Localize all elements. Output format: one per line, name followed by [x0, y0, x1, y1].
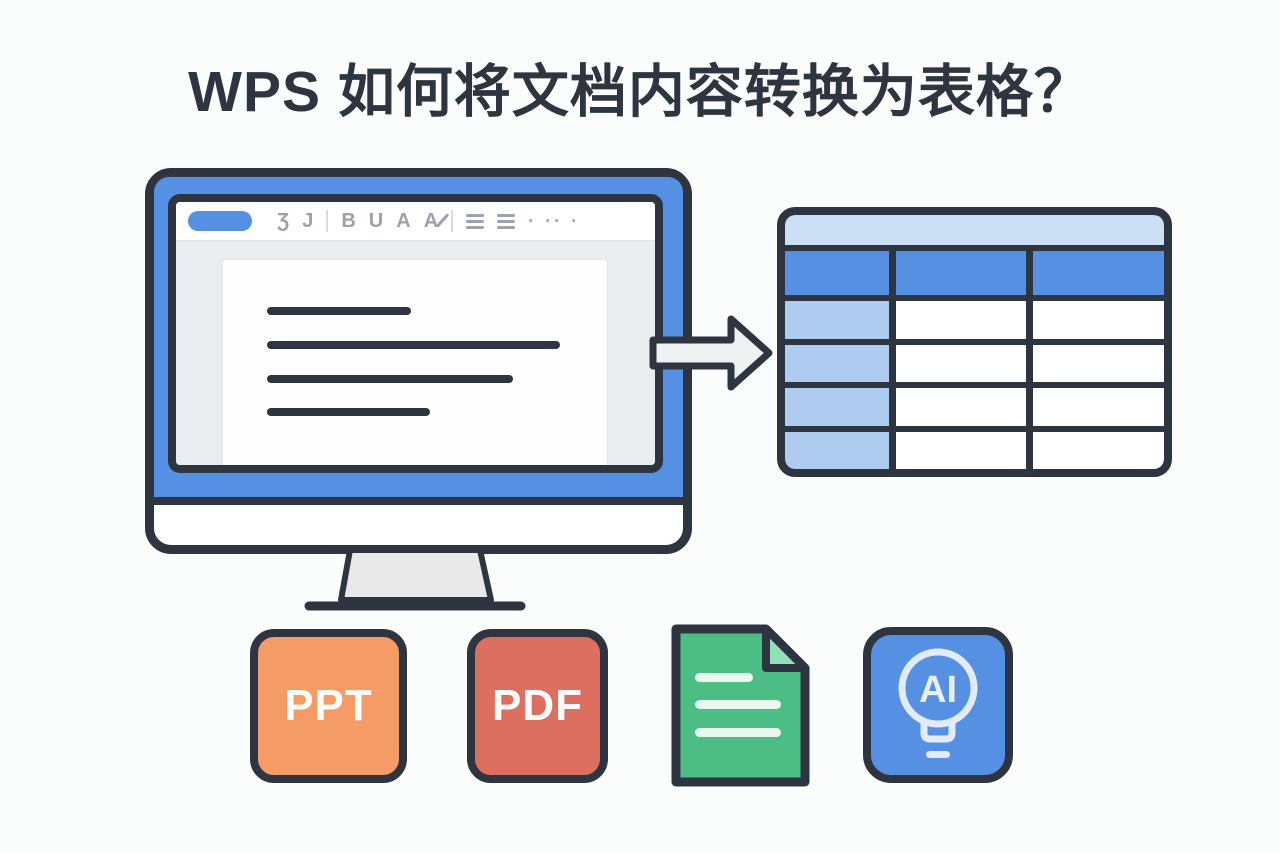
table-cell — [1033, 344, 1164, 382]
ai-label: AI — [919, 669, 957, 711]
table-cell — [1033, 431, 1164, 469]
right-arrow-icon — [649, 315, 773, 391]
italic-icon: J — [302, 210, 314, 232]
lightbulb-icon: AI — [898, 648, 978, 758]
text-line — [267, 307, 411, 315]
table-cell — [896, 388, 1026, 426]
table-title-bar — [785, 215, 1164, 245]
header-cell — [1033, 251, 1164, 295]
table-header-row — [785, 251, 1164, 295]
row-label-cell — [785, 301, 889, 339]
bold-icon: B — [341, 210, 356, 232]
font-icon: A — [396, 210, 411, 232]
text-line — [267, 408, 430, 416]
ppt-icon: PPT — [250, 629, 407, 783]
overflow-dots-icon: · ·· · — [528, 210, 581, 231]
toolbar-divider — [451, 210, 454, 232]
monitor-illustration: Ʒ J B U A A · ·· · — [145, 168, 692, 554]
ppt-label: PPT — [284, 681, 373, 730]
header-cell — [896, 251, 1026, 295]
editor-window: Ʒ J B U A A · ·· · — [168, 194, 663, 473]
row-label-cell — [785, 388, 889, 426]
document-page — [223, 260, 607, 465]
title-pill — [188, 211, 252, 231]
font-pen-icon: A — [423, 210, 439, 232]
table-cell — [896, 431, 1026, 469]
table-cell — [896, 344, 1026, 382]
align-justify-icon — [497, 213, 516, 229]
pdf-label: PDF — [492, 681, 583, 730]
table-cell — [896, 301, 1026, 339]
table-cell — [1033, 388, 1164, 426]
reversed-b-icon: Ʒ — [277, 210, 290, 232]
header-cell — [785, 251, 889, 295]
page-title: WPS 如何将文档内容转换为表格？ — [188, 60, 1092, 124]
toolbar-divider — [326, 210, 329, 232]
text-line — [267, 375, 513, 383]
align-left-icon — [466, 213, 485, 229]
underline-icon: U — [368, 210, 384, 232]
monitor-stand — [304, 548, 526, 611]
editor-toolbar: Ʒ J B U A A · ·· · — [176, 202, 655, 242]
document-area — [176, 242, 655, 465]
pdf-icon: PDF — [467, 629, 608, 783]
row-label-cell — [785, 344, 889, 382]
row-label-cell — [785, 431, 889, 469]
green-document-icon — [671, 624, 810, 787]
text-line — [267, 341, 560, 349]
ai-icon: AI — [863, 627, 1013, 783]
result-table — [777, 207, 1172, 477]
table-cell — [1033, 301, 1164, 339]
table-body — [785, 301, 1164, 469]
